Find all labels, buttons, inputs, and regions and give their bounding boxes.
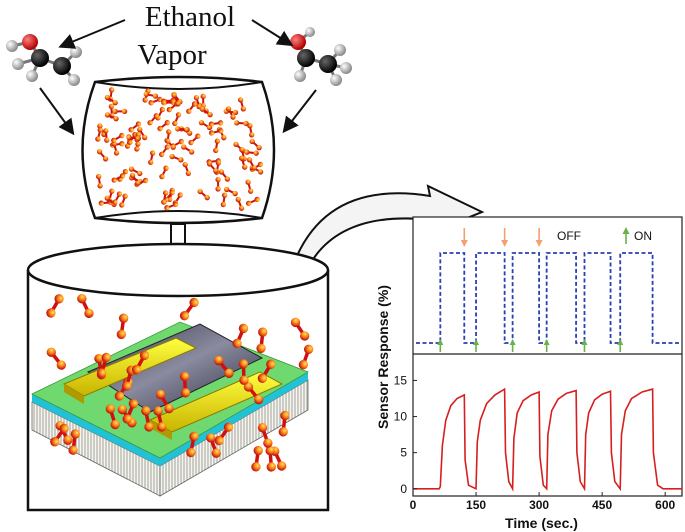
arrow-sensor-to-chart [294,184,485,266]
off-arrow [501,228,509,247]
x-tick-label: 300 [529,498,549,512]
y-tick-label: 10 [394,410,408,424]
y-tick-label: 5 [400,446,407,460]
response-curve [413,387,682,492]
arrow-left-molecule-to-barrel [39,87,75,136]
on-arrow [509,339,516,352]
y-tick-label: 0 [400,482,407,496]
on-arrow [473,339,480,352]
chart-legend: OFF ON [557,227,652,244]
arrow-title-to-right-molecule [251,19,294,47]
arrow-right-molecule-to-barrel [282,89,317,134]
x-tick-label: 600 [655,498,675,512]
y-tick-label: 15 [394,373,408,387]
vapor-chamber [81,75,276,225]
x-tick-label: 450 [592,498,612,512]
off-arrow [460,228,468,247]
x-tick-label: 0 [410,498,417,512]
legend-on-label: ON [634,229,652,243]
ethanol-molecule-right [290,27,352,86]
on-arrow [437,339,444,352]
sensing-film [86,323,264,413]
off-arrow [535,228,543,247]
legend-off-label: OFF [557,229,581,243]
x-axis-label: Time (sec.) [505,515,578,531]
title-vapor: Vapor [137,39,207,71]
on-arrow [617,339,624,352]
on-off-pulse-line [416,252,679,344]
ethanol-molecule-left [6,34,82,86]
arrow-title-to-left-molecule [58,19,126,49]
on-arrow [581,339,588,352]
on-arrow [543,339,550,352]
y-axis-label: Sensor Response (%) [375,285,391,429]
title-ethanol: Ethanol [145,1,235,33]
x-tick-label: 150 [466,498,486,512]
